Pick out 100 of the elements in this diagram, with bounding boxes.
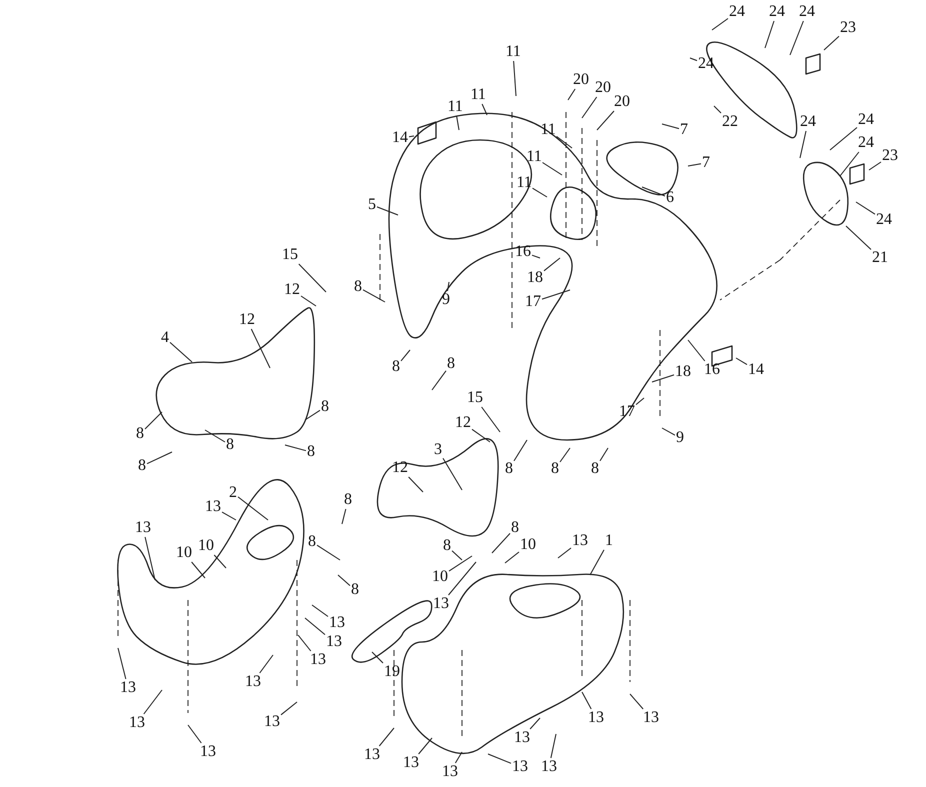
leader-line — [408, 136, 414, 138]
leader-line — [532, 188, 548, 198]
leader-line — [550, 734, 556, 758]
leader-line — [532, 254, 540, 258]
leader-line — [558, 548, 572, 558]
callout-number: 11 — [448, 99, 463, 115]
leader-line — [146, 452, 172, 464]
leader-line — [560, 448, 570, 462]
callout-number: 13 — [326, 634, 342, 650]
leader-line — [378, 728, 394, 746]
callout-number: 13 — [310, 652, 326, 668]
callout-number: 13 — [512, 759, 528, 775]
leader-line — [432, 370, 446, 390]
leader-line — [454, 752, 462, 764]
callout-number: 18 — [527, 270, 543, 286]
callout-number: 24 — [729, 4, 745, 20]
leader-line — [448, 562, 476, 596]
callout-number: 8 — [344, 492, 352, 508]
callout-number: 13 — [264, 714, 280, 730]
leader-line — [596, 110, 614, 130]
leader-line — [400, 350, 410, 362]
callout-number: 12 — [284, 282, 300, 298]
callout-number: 8 — [591, 461, 599, 477]
leader-line — [830, 127, 858, 150]
callout-number: 8 — [321, 399, 329, 415]
leader-line — [188, 724, 202, 744]
leader-line — [544, 258, 560, 272]
leader-line — [736, 358, 748, 366]
callout-number: 16 — [704, 362, 720, 378]
callout-number: 8 — [392, 359, 400, 375]
leader-line — [513, 60, 516, 96]
leader-line — [688, 340, 706, 362]
leader-line — [824, 36, 840, 50]
callout-number: 2 — [229, 485, 237, 501]
leader-line — [582, 96, 598, 118]
leader-line — [590, 549, 604, 576]
callout-number: 13 — [643, 710, 659, 726]
leader-line — [846, 226, 872, 250]
leader-line — [362, 289, 386, 302]
leader-line — [542, 162, 562, 176]
leader-line — [868, 162, 882, 170]
leader-line — [304, 410, 320, 420]
leader-line — [144, 412, 162, 430]
callout-number: 13 — [329, 615, 345, 631]
leader-line — [250, 328, 270, 368]
callout-number: 13 — [403, 755, 419, 771]
callout-number: 11 — [470, 87, 486, 103]
callout-number: 24 — [799, 4, 815, 20]
leader-line — [418, 738, 432, 754]
leader-line — [600, 448, 608, 462]
leader-line — [144, 536, 156, 580]
leader-line — [636, 398, 644, 406]
callout-number: 8 — [308, 534, 316, 550]
callout-number: 20 — [595, 80, 611, 96]
leader-line — [472, 428, 490, 442]
callout-number: 23 — [882, 148, 898, 164]
leader-line — [492, 532, 510, 554]
leader-line — [662, 428, 676, 436]
leader-line — [712, 18, 728, 30]
callout-number: 9 — [442, 292, 450, 308]
leader-line — [542, 290, 570, 300]
leader-line — [191, 562, 206, 578]
leader-line — [642, 186, 666, 196]
callout-number: 20 — [614, 94, 630, 110]
leader-line — [764, 20, 774, 48]
callout-number: 10 — [198, 538, 214, 554]
callout-number: 24 — [858, 135, 874, 151]
leader-line — [688, 163, 702, 166]
callout-number: 15 — [282, 247, 298, 263]
leader-line — [259, 654, 274, 674]
leader-line — [456, 116, 460, 130]
callout-number: 13 — [572, 533, 588, 549]
leader-line — [662, 124, 680, 130]
leader-line — [376, 206, 398, 216]
callout-number: 13 — [120, 680, 136, 696]
callout-number: 22 — [722, 114, 738, 130]
callout-number: 8 — [351, 582, 359, 598]
leader-line — [280, 702, 298, 716]
callout-number: 8 — [551, 461, 559, 477]
callout-number: 5 — [368, 197, 376, 213]
leader-line — [714, 106, 722, 114]
leader-line — [316, 544, 340, 560]
callout-number: 13 — [200, 744, 216, 760]
leader-line — [856, 202, 876, 215]
callout-number: 15 — [467, 390, 483, 406]
callout-number: 8 — [136, 426, 144, 442]
callout-number: 13 — [135, 520, 151, 536]
leader-line — [690, 58, 698, 62]
callout-number: 24 — [876, 212, 892, 228]
leader-line — [372, 652, 384, 664]
leader-line — [556, 136, 572, 148]
callout-number: 20 — [573, 72, 589, 88]
callout-number: 10 — [520, 537, 536, 553]
leader-line — [284, 444, 306, 452]
callout-number: 11 — [506, 44, 521, 60]
callout-number: 21 — [872, 250, 888, 266]
leader-line — [214, 554, 226, 568]
leader-line — [530, 718, 540, 730]
callout-number: 9 — [676, 430, 684, 446]
callout-number: 8 — [443, 538, 451, 554]
